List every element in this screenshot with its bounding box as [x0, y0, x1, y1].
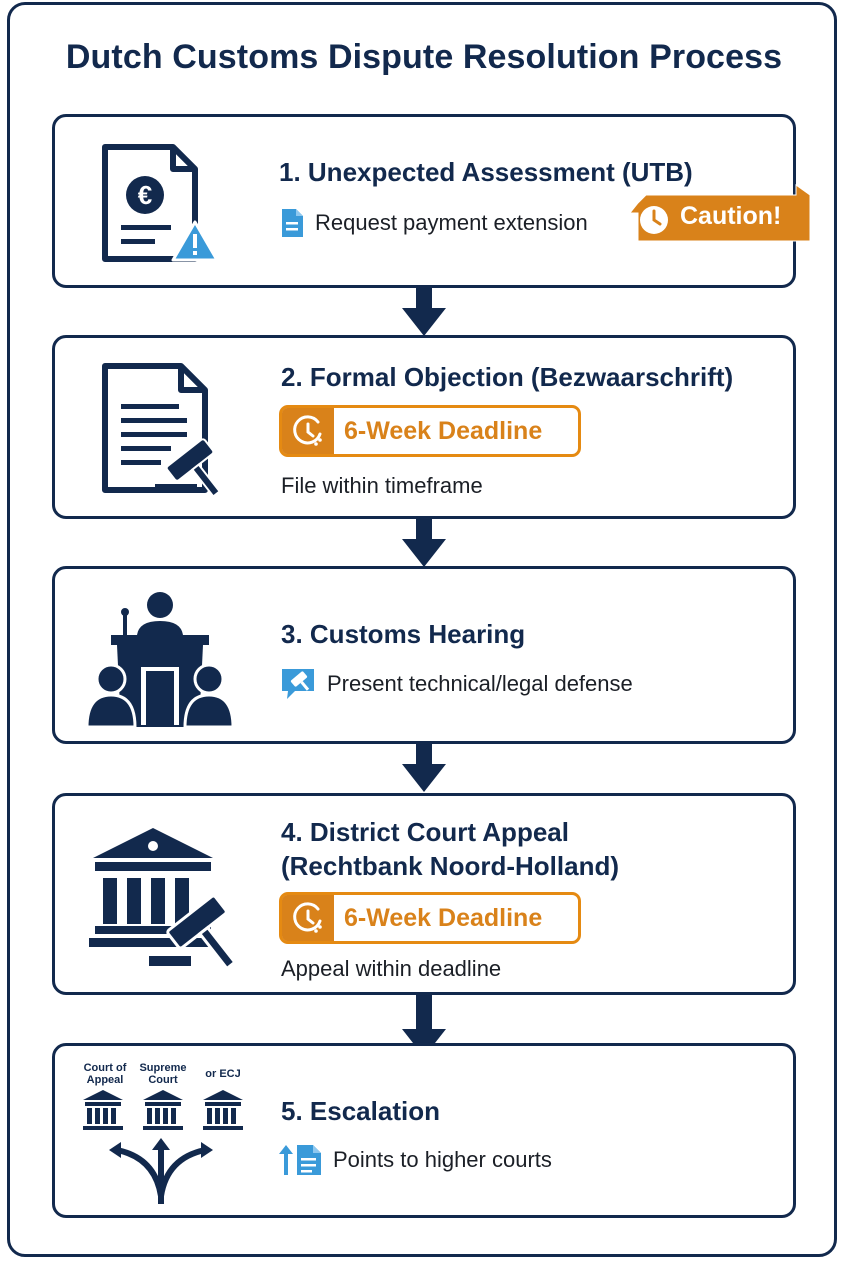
step-4-note-text: Appeal within deadline	[281, 956, 502, 981]
step-5-note-text: Points to higher courts	[333, 1147, 552, 1172]
clock-icon	[282, 895, 334, 941]
courthouse-gavel-icon	[89, 828, 237, 971]
clock-icon	[282, 408, 334, 454]
step-4-deadline-badge: 6-Week Deadline	[279, 892, 581, 944]
speech-bubble-gavel-icon	[282, 669, 314, 699]
step-4-card: 4. District Court Appeal (Rechtbank Noor…	[52, 793, 796, 995]
step-1-note: Request payment extension	[279, 207, 588, 239]
step-2-card: 2. Formal Objection (Bezwaarschrift) 6-W…	[52, 335, 796, 519]
step-2-note: File within timeframe	[281, 473, 483, 499]
step-5-title: 5. Escalation	[281, 1096, 440, 1126]
court-label-appeal: Court of Appeal	[83, 1062, 127, 1086]
step-3-card: 3. Customs Hearing Present technical/leg…	[52, 566, 796, 744]
court-label-supreme: Supreme Court	[139, 1062, 187, 1086]
step-2-deadline-badge: 6-Week Deadline	[279, 405, 581, 457]
court-label-ecj: or ECJ	[205, 1068, 241, 1080]
court-icon-appeal	[83, 1090, 123, 1130]
step-5-note: Points to higher courts	[279, 1143, 552, 1177]
step-5-card: Court of Appeal Supreme Court or ECJ	[52, 1043, 796, 1218]
hearing-podium-icon	[85, 592, 235, 729]
step-4-title-line2: (Rechtbank Noord-Holland)	[281, 851, 619, 881]
flow-arrow-1	[402, 288, 446, 336]
document-icon	[282, 209, 303, 237]
step-3-title: 3. Customs Hearing	[281, 619, 526, 649]
page-title: Dutch Customs Dispute Resolution Process	[65, 38, 783, 76]
flow-arrow-2	[402, 519, 446, 567]
court-icon-ecj	[203, 1090, 243, 1130]
branching-courts-icon	[83, 1090, 243, 1204]
euro-document-warning-icon: €	[102, 144, 219, 262]
step-4-title-line1: 4. District Court Appeal	[281, 817, 569, 847]
svg-text:€: €	[138, 180, 152, 210]
step-2-note-text: File within timeframe	[281, 473, 483, 498]
step-1-card: € 1. Unexpected Assessment (UTB) Request…	[52, 114, 796, 288]
caution-badge	[628, 184, 811, 242]
caution-label: Caution!	[680, 202, 782, 230]
step-3-note-text: Present technical/legal defense	[327, 671, 633, 696]
document-gavel-icon	[102, 363, 222, 498]
court-icon-supreme	[143, 1090, 183, 1130]
step-1-note-text: Request payment extension	[315, 210, 588, 235]
arrow-up-document-icon	[279, 1145, 321, 1175]
step-2-deadline-text: 6-Week Deadline	[344, 417, 543, 445]
flow-arrow-3	[402, 744, 446, 792]
step-1-title: 1. Unexpected Assessment (UTB)	[279, 157, 693, 187]
step-4-note: Appeal within deadline	[281, 956, 501, 982]
step-3-note: Present technical/legal defense	[279, 666, 633, 702]
step-2-title: 2. Formal Objection (Bezwaarschrift)	[281, 362, 734, 392]
step-4-deadline-text: 6-Week Deadline	[344, 904, 543, 932]
